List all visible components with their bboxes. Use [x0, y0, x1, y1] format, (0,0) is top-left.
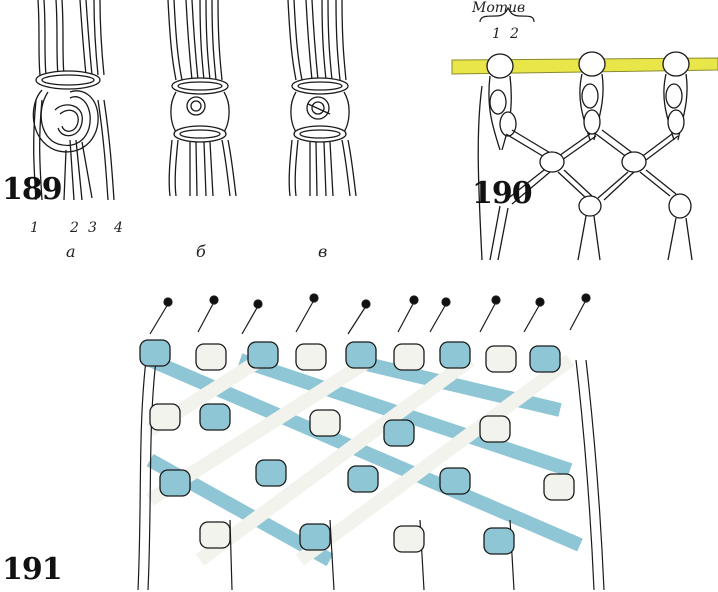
motif-label: Мотив — [472, 0, 526, 16]
cord-number-4: 4 — [114, 220, 123, 236]
pins — [149, 293, 591, 335]
cord-number-2: 2 — [70, 220, 79, 236]
figure-189-drawing — [32, 0, 357, 201]
variant-label-b: б — [196, 242, 206, 261]
figure-190-drawing — [451, 6, 718, 261]
motif-brace — [479, 6, 535, 23]
figure-189-number: 189 — [2, 172, 63, 207]
variant-label-a: а — [66, 242, 76, 261]
figure-191-number: 191 — [2, 552, 63, 587]
figure-190-number: 190 — [472, 176, 533, 211]
figure-191-drawing — [137, 293, 605, 591]
motif-cord-1: 1 — [492, 26, 501, 42]
cord-number-1: 1 — [30, 220, 39, 236]
knot-variant-b — [167, 0, 237, 197]
variant-label-v: в — [318, 242, 328, 261]
cord-number-3: 3 — [88, 220, 97, 236]
knot-variant-a — [32, 0, 115, 201]
knot-variant-v — [287, 0, 357, 197]
knot-grid — [139, 339, 575, 555]
motif-cord-2: 2 — [510, 26, 519, 42]
